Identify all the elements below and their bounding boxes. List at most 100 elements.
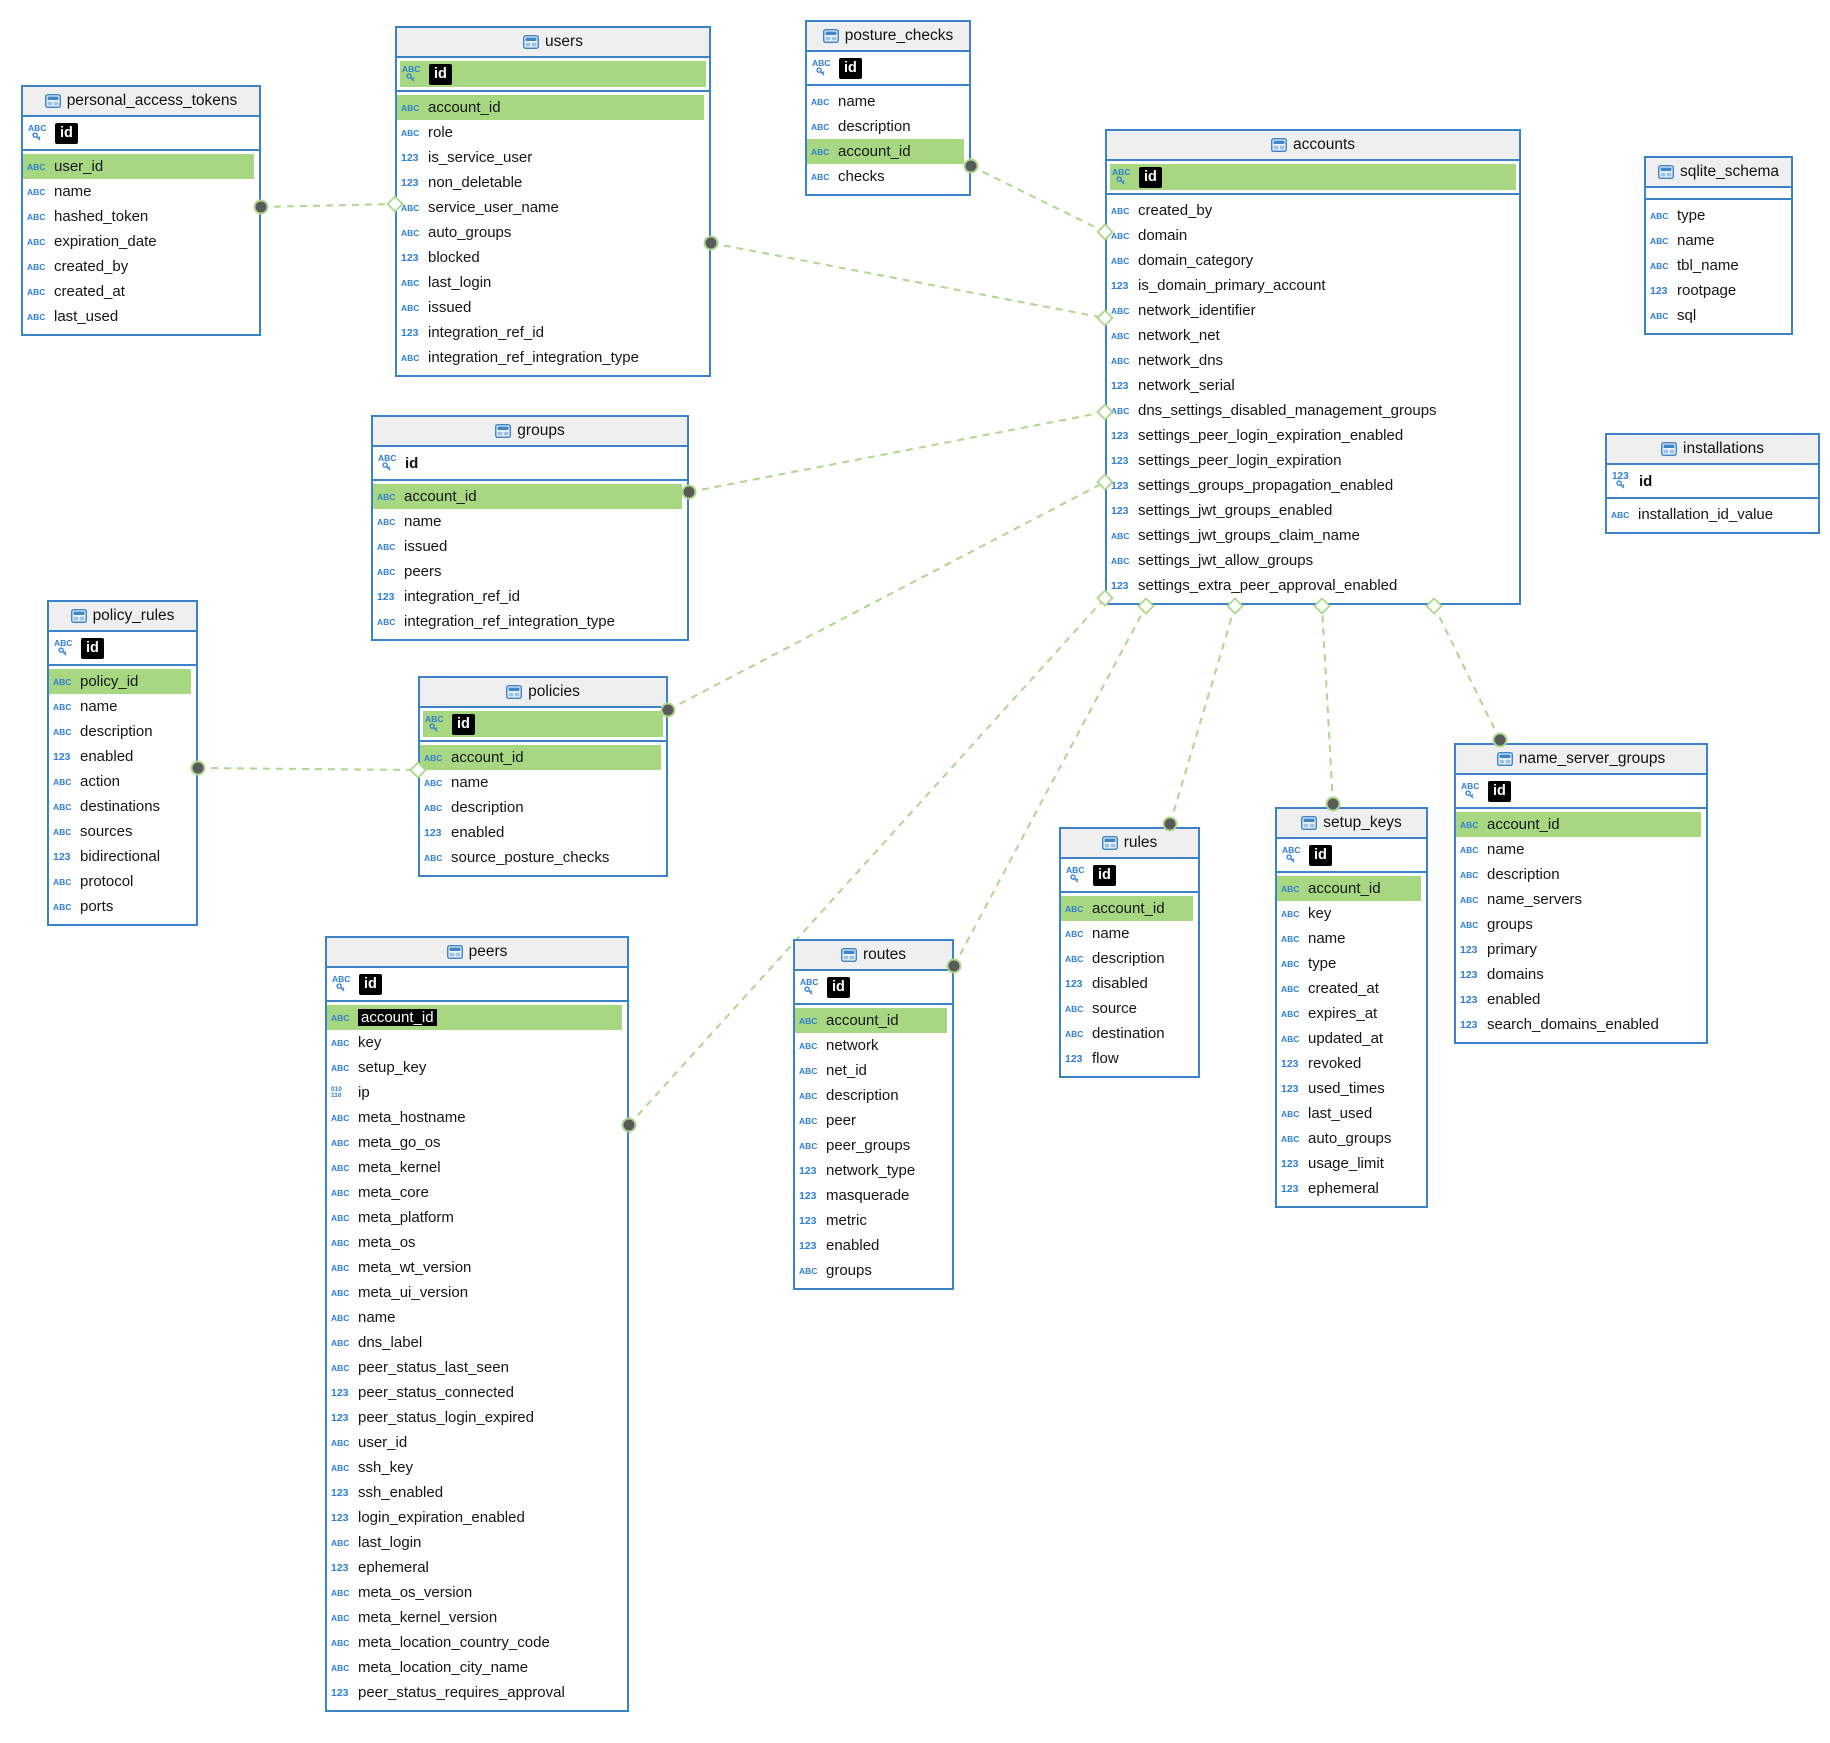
table-header-accounts[interactable]: accounts	[1107, 131, 1519, 161]
table-header-users[interactable]: users	[397, 28, 709, 58]
table-header-rules[interactable]: rules	[1061, 829, 1198, 859]
table-header-personal_access_tokens[interactable]: personal_access_tokens	[23, 87, 259, 117]
table-header-setup_keys[interactable]: setup_keys	[1277, 809, 1426, 839]
table-header-posture_checks[interactable]: posture_checks	[807, 22, 969, 52]
table-header-policies[interactable]: policies	[420, 678, 666, 708]
table-header-policy_rules[interactable]: policy_rules	[49, 602, 196, 632]
table-header-routes[interactable]: routes	[795, 941, 952, 971]
